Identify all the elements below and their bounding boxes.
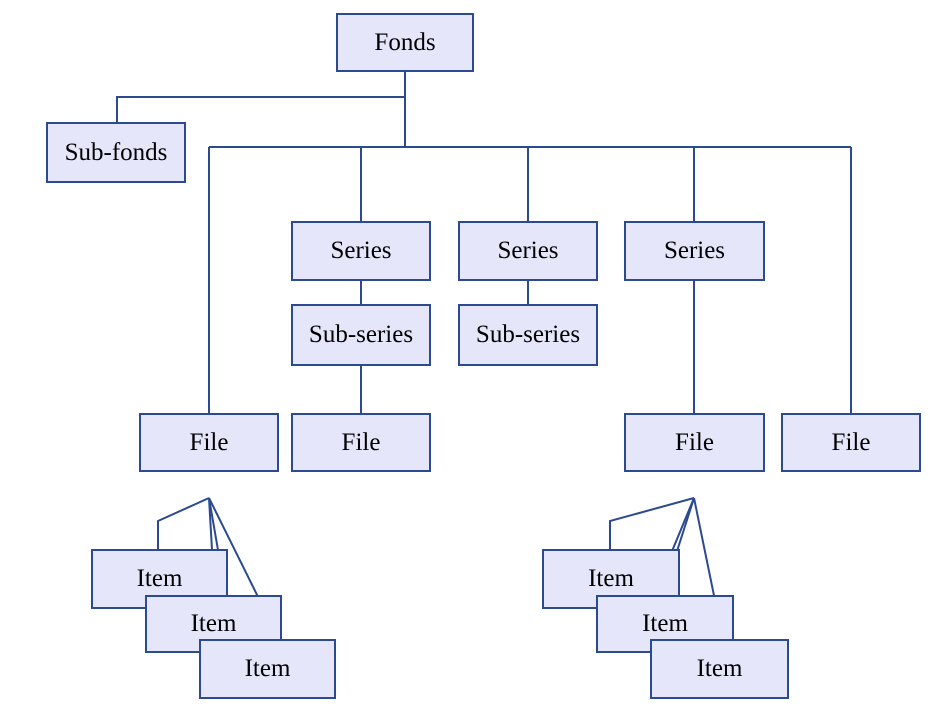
node-series-2: Series bbox=[458, 221, 598, 281]
node-sub-series-2: Sub-series bbox=[458, 304, 598, 366]
node-series-3: Series bbox=[624, 221, 765, 281]
node-file-4: File bbox=[781, 413, 921, 472]
node-file-3: File bbox=[624, 413, 765, 472]
node-series-1: Series bbox=[291, 221, 431, 281]
node-item-right-3: Item bbox=[650, 639, 789, 699]
node-sub-fonds: Sub-fonds bbox=[46, 122, 186, 183]
node-file-1: File bbox=[139, 413, 279, 472]
connector-fonds-subfonds bbox=[116, 96, 405, 122]
node-fonds: Fonds bbox=[336, 13, 474, 72]
node-file-2: File bbox=[291, 413, 431, 472]
connector-file3-item1 bbox=[609, 497, 695, 550]
node-sub-series-1: Sub-series bbox=[291, 304, 431, 366]
connector-file1-item1 bbox=[157, 497, 210, 550]
node-item-left-3: Item bbox=[199, 639, 336, 699]
